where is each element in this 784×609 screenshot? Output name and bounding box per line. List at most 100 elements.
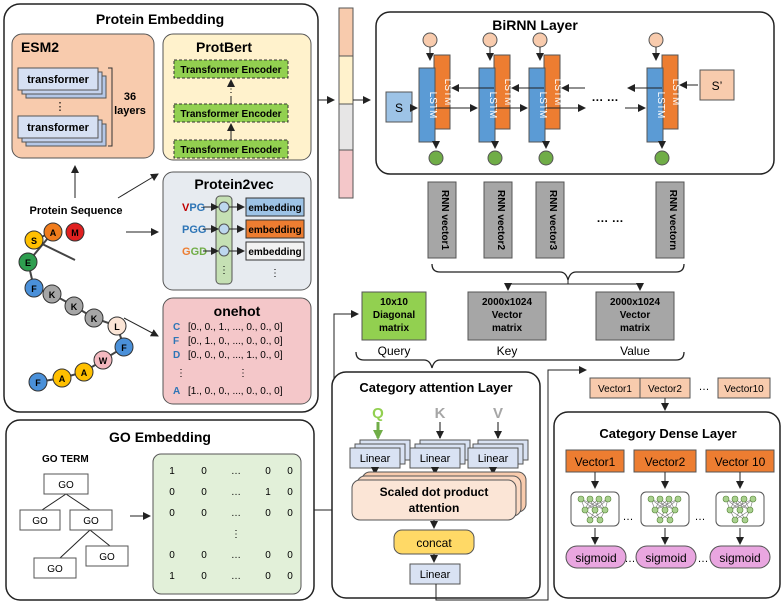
top-vector-dots: … [699, 381, 710, 393]
dense-network-node [726, 506, 734, 514]
bead-m: M [65, 222, 85, 242]
svg-text:A: A [81, 368, 88, 378]
sigmoid-dots-1: … [625, 553, 636, 565]
onehot-dots-2: ⋮ [238, 368, 248, 379]
dense-network-node [651, 506, 659, 514]
go-matrix-cell: 0 [287, 508, 293, 519]
dense-network-node [741, 516, 749, 524]
dense-network-node [586, 516, 594, 524]
key-matrix: 2000x1024 Vector matrix Key [467, 291, 547, 358]
onehot-vec-2: [0., 1., 0., ..., 0., 0., 0] [188, 336, 283, 347]
svg-text:attention: attention [409, 501, 460, 515]
query-label: Query [378, 344, 411, 358]
svg-text:F: F [31, 284, 37, 294]
dense-network-node [596, 516, 604, 524]
go-node-root: GO [43, 473, 89, 495]
svg-text:S: S [31, 236, 37, 246]
svg-text:matrix: matrix [620, 323, 650, 334]
go-matrix-cell: 0 [201, 508, 207, 519]
birnn-panel: BiRNN Layer S S’ LSTM LSTM LSTM LSTM [375, 11, 775, 175]
bead-w: W [93, 350, 113, 370]
dense-network-node [666, 516, 674, 524]
go-matrix-cell: ⋮ [231, 529, 241, 540]
dense-network-node [674, 495, 682, 503]
linear-v: Linear [467, 439, 529, 469]
p2v-embedding-1: embedding [248, 203, 301, 214]
protein-embedding-panel: Protein Embedding ESM2 transformer ⋮ tra… [3, 3, 319, 413]
svg-text:Vector: Vector [620, 310, 651, 321]
onehot-vec-3: [0., 0., 0., ..., 1., 0., 0] [188, 350, 283, 361]
svg-text:GO: GO [58, 480, 74, 491]
rnn-vector-n: RNN vectorn [667, 190, 678, 251]
dense-vector-10: Vector 10 [705, 449, 775, 473]
attention-output-vectors: Vector1 Vector2 … Vector10 [589, 377, 771, 399]
linear-k: Linear [409, 439, 471, 469]
svg-text:sigmoid: sigmoid [575, 551, 616, 565]
svg-text:10x10: 10x10 [380, 297, 408, 308]
protein-embedding-title: Protein Embedding [96, 11, 224, 27]
esm2-transformer-bottom: transformer [27, 122, 89, 134]
onehot-title: onehot [214, 303, 261, 319]
svg-text:matrix: matrix [492, 323, 522, 334]
dense-network-node [661, 506, 669, 514]
go-matrix-cell: 0 [265, 571, 271, 582]
bead-k3: K [84, 308, 104, 328]
go-matrix-cell: … [231, 571, 241, 582]
protbert-dots: ⋮ [226, 84, 236, 95]
svg-text:GO: GO [83, 516, 99, 527]
go-matrix-cell: 1 [169, 571, 175, 582]
dense-network-node [581, 506, 589, 514]
svg-text:LSTM: LSTM [655, 92, 666, 119]
svg-text:E: E [25, 258, 31, 268]
concat-box: concat [393, 529, 475, 555]
esm2-transformer-top: transformer [27, 74, 89, 86]
svg-text:Scaled dot product: Scaled dot product [380, 485, 489, 499]
svg-text:Linear: Linear [478, 453, 509, 465]
go-matrix-cell: 0 [287, 550, 293, 561]
dense-network-edge [650, 498, 676, 511]
p2v-dots-1: ⋮ [219, 265, 229, 276]
dense-network-edge [729, 498, 754, 511]
dense-network-node [665, 495, 673, 503]
esm2-title: ESM2 [21, 39, 59, 55]
category-dense-panel: Category Dense Layer Vector1 Vector2 Vec… [553, 411, 781, 599]
protbert-encoder-2: Transformer Encoder [180, 109, 281, 120]
onehot-dots-1: ⋮ [176, 368, 186, 379]
dense-vector-2: Vector2 [633, 449, 697, 473]
svg-text:Linear: Linear [360, 453, 391, 465]
protbert-encoder-1: Transformer Encoder [180, 65, 281, 76]
value-matrix: 2000x1024 Vector matrix Value [595, 291, 675, 358]
rnn-vector-1: RNN vector1 [439, 190, 450, 250]
go-matrix-cell: 0 [201, 466, 207, 477]
dense-network-node [577, 495, 585, 503]
embedding-vector [338, 7, 354, 199]
dense-network-node [671, 506, 679, 514]
dense-dots-1: … [623, 511, 634, 523]
category-dense-title: Category Dense Layer [599, 426, 736, 441]
svg-text:GO: GO [99, 552, 115, 563]
dense-network-edge [584, 498, 609, 511]
birnn-connections [410, 47, 698, 149]
go-node-bottom: GO [33, 557, 77, 579]
p2v-kmer-1: VPG [182, 202, 205, 214]
svg-text:Vector1: Vector1 [575, 455, 616, 469]
svg-text:Vector2: Vector2 [645, 455, 686, 469]
svg-text:A: A [59, 374, 66, 384]
go-node-left: GO [19, 509, 61, 531]
svg-text:2000x1024: 2000x1024 [610, 297, 660, 308]
birnn-cell-1: LSTM LSTM [418, 32, 453, 166]
sigmoid-2: sigmoid [635, 545, 697, 569]
svg-text:LSTM: LSTM [537, 92, 548, 119]
dense-network-node [731, 495, 739, 503]
bead-s: S [24, 230, 44, 250]
bead-l: L [107, 316, 127, 336]
sigmoid-1: sigmoid [565, 545, 627, 569]
protein2vec-title: Protein2vec [194, 176, 274, 192]
svg-text:GO: GO [32, 516, 48, 527]
rnn-vectors: RNN vector1 RNN vector2 RNN vector3 RNN … [427, 181, 685, 259]
esm2-dots: ⋮ [55, 101, 66, 113]
bead-e: E [18, 252, 38, 272]
svg-text:K: K [91, 314, 98, 324]
dense-network-node [746, 506, 754, 514]
